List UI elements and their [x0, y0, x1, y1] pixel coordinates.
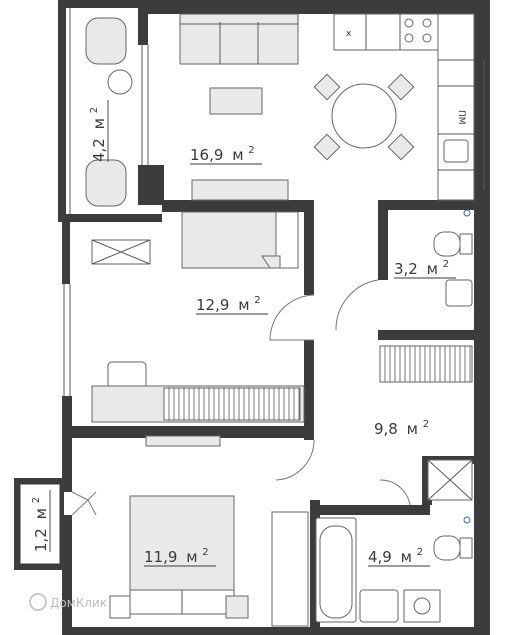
- bathroom-fixtures: [315, 516, 473, 623]
- svg-text:4,9 м 2: 4,9 м 2: [368, 547, 423, 566]
- svg-text:12,9 м 2: 12,9 м 2: [196, 295, 261, 314]
- windows: [63, 8, 485, 396]
- area-unit: м: [186, 548, 197, 566]
- area-bathroom-small: 3,2 м 2: [394, 259, 456, 279]
- area-value: 1,2: [32, 528, 50, 552]
- area-unit: м: [407, 420, 418, 438]
- area-unit: м: [401, 548, 412, 566]
- area-bedroom-1: 12,9 м 2: [196, 295, 268, 315]
- wardrobe-bedroom1-hatch: [168, 388, 300, 420]
- area-sup: 2: [417, 547, 423, 558]
- svg-text:3,2 м 2: 3,2 м 2: [394, 259, 449, 278]
- area-sup: 2: [89, 107, 100, 113]
- area-value: 3,2: [394, 260, 418, 278]
- watermark-text: ДомКлик: [50, 596, 107, 610]
- area-bathroom: 4,9 м 2: [368, 547, 430, 567]
- bedroom1-furniture: [91, 211, 305, 447]
- area-bedroom-2: 11,9 м 2: [144, 547, 216, 567]
- loggia-furniture: [85, 17, 133, 207]
- svg-text:11,9 м 2: 11,9 м 2: [144, 547, 209, 566]
- area-sup: 2: [443, 259, 449, 270]
- area-value: 16,9: [190, 146, 223, 164]
- area-sup: 2: [202, 547, 208, 558]
- watermark: ДомКлик: [29, 593, 107, 611]
- area-hall: 9,8 м 2: [374, 419, 429, 438]
- doors: [71, 279, 411, 516]
- svg-text:1,2 м 2: 1,2 м 2: [31, 497, 50, 552]
- svg-text:16,9 м 2: 16,9 м 2: [190, 145, 255, 164]
- wardrobe-hall-hatch: [384, 346, 471, 382]
- area-unit: м: [32, 508, 50, 519]
- area-loggia: 4,2 м 2: [89, 100, 109, 162]
- area-value: 12,9: [196, 296, 229, 314]
- area-unit: м: [232, 146, 243, 164]
- area-value: 4,9: [368, 548, 392, 566]
- area-value: 11,9: [144, 548, 177, 566]
- area-unit: м: [238, 296, 249, 314]
- area-value: 9,8: [374, 420, 398, 438]
- area-balcony: 1,2 м 2: [31, 490, 51, 552]
- walls: [58, 0, 490, 635]
- area-sup: 2: [31, 497, 42, 503]
- svg-text:4,2 м 2: 4,2 м 2: [89, 107, 108, 162]
- area-labels: 4,2 м 2 16,9 м 2 3,2 м 2 12,9: [31, 100, 456, 567]
- wardrobe-hatch: [163, 387, 301, 421]
- area-sup: 2: [254, 295, 260, 306]
- area-value: 4,2: [90, 138, 108, 162]
- balcony: [14, 478, 64, 570]
- bath-small-fixtures: [379, 209, 473, 383]
- bedroom2-furniture: [109, 495, 249, 619]
- dishwasher-label: ПМ: [456, 110, 466, 125]
- area-sup: 2: [423, 419, 429, 430]
- kitchen-furniture: x ПМ: [179, 13, 475, 201]
- svg-text:9,8 м 2: 9,8 м 2: [374, 419, 429, 438]
- area-sup: 2: [248, 145, 254, 156]
- hall-fixtures: [271, 459, 473, 627]
- area-kitchen-living: 16,9 м 2: [190, 145, 262, 165]
- area-unit: м: [90, 118, 108, 129]
- fridge-label: x: [346, 29, 352, 39]
- area-unit: м: [427, 260, 438, 278]
